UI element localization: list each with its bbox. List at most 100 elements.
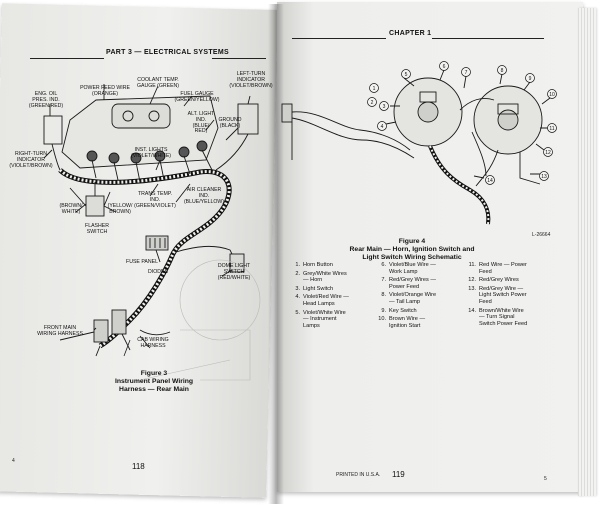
fuel-gauge-icon [148, 110, 160, 122]
label-yellow-brown: (YELLOW/ BROWN) [107, 203, 133, 215]
legend-item-number: 12. [468, 277, 476, 284]
callout-4 [377, 121, 387, 131]
label-diodes: DIODES [148, 269, 168, 275]
legend-item-number: 8. [381, 292, 386, 299]
callout-12 [543, 147, 553, 157]
legend-item-number: 7. [381, 277, 386, 284]
legend-item-number: 2. [295, 270, 300, 277]
callout-number: 7 [465, 70, 468, 76]
callout-9 [525, 73, 535, 83]
legend-item-text: Violet/Blue Wire — Work Lamp [389, 262, 436, 275]
callout-13 [539, 171, 549, 181]
label-trans-temp: TRANS TEMP. IND. (GREEN/VIOLET) [134, 191, 176, 209]
callout-number: 1 [373, 86, 376, 92]
label-flasher-switch: FLASHER SWITCH [85, 223, 109, 235]
legend-item-text: Red Wire — Power Feed [479, 262, 527, 275]
label-coolant-temp-gauge: COOLANT TEMP. GAUGE (GREEN) [136, 77, 180, 89]
legend-item-number: 11. [468, 262, 476, 268]
legend-item-text: Red/Grey Wires [479, 277, 519, 284]
legend-item-number: 4. [295, 294, 300, 301]
legend-item-number: 14. [468, 307, 476, 314]
legend-item-text: Key Switch [389, 307, 417, 314]
callout-number: 4 [381, 124, 384, 130]
callout-8 [497, 65, 507, 75]
legend-item-number: 6. [381, 262, 386, 268]
figure-4-caption: Figure 4 Rear Main — Horn, Ignition Swit… [349, 238, 475, 262]
legend-item-text: Brown/White Wire — Turn Signal Switch Po… [479, 307, 528, 327]
callout-number: 14 [487, 178, 493, 184]
legend-item-text: Brown Wire — Ignition Start [389, 316, 426, 329]
label-dome-light-switch: DOME LIGHT SWITCH (RED/WHITE) [217, 263, 251, 281]
legend-item-text: Grey/White Wires — Horn [303, 270, 347, 284]
label-air-cleaner: AIR CLEANER IND. (BLUE/YELLOW) [183, 187, 225, 205]
legend-item-number: 13. [468, 285, 476, 292]
callout-number: 8 [501, 68, 504, 74]
label-power-feed-wire: POWER FEED WIRE (ORANGE) [80, 85, 130, 97]
left-page-header: PART 3 — ELECTRICAL SYSTEMS [106, 49, 229, 56]
callout-5 [401, 69, 411, 79]
callout-number: 6 [443, 64, 446, 70]
legend-item-text: Red/Grey Wire — Light Switch Power Feed [479, 285, 527, 305]
header-rule-right [212, 58, 266, 59]
callout-number: 3 [383, 104, 386, 110]
legend-item-text: Violet/Red Wire — Head Lamps [303, 294, 349, 307]
dome-light-switch-icon [229, 253, 245, 273]
legend-item-number: 10. [378, 316, 386, 323]
callout-6 [439, 61, 449, 71]
legend-item-number: 5. [295, 309, 300, 316]
label-eng-oil-pres: ENG. OIL PRES. IND. (GREEN/RED) [28, 91, 64, 109]
callout-number: 11 [549, 126, 554, 132]
fuse-panel-icon [145, 235, 169, 251]
legend-item-number: 1. [295, 262, 300, 268]
callout-10 [547, 89, 557, 99]
left-page-number: 118 [132, 462, 145, 471]
legend-item-text: Violet/White Wire — Instrument Lamps [303, 309, 346, 329]
legend-item-text: Violet/Orange Wire — Tail Lamp [389, 292, 437, 305]
legend-item-number: 3. [295, 285, 300, 292]
legend-item-text: Light Switch [303, 285, 334, 292]
callout-2 [367, 97, 377, 107]
figure-3-caption: Figure 3 Instrument Panel Wiring Harness… [114, 370, 194, 394]
label-alt-light: ALT. LIGHT IND. (BLUE/ RED) [187, 111, 215, 135]
label-fuel-gauge: FUEL GAUGE (GREEN/YELLOW) [174, 91, 220, 103]
page-edges [578, 8, 596, 496]
label-brown-white: (BROWN/ WHITE) [59, 203, 83, 215]
gauge-window [111, 103, 171, 129]
callout-number: 5 [405, 72, 408, 78]
callout-3 [379, 101, 389, 111]
legend-item-text: Red/Grey Wires — Power Feed [389, 277, 436, 290]
label-right-turn-indicator: RIGHT-TURN INDICATOR (VIOLET/BROWN) [9, 151, 53, 169]
label-cab-wiring-harness: CAB WIRING HARNESS [137, 337, 169, 349]
coolant-gauge-icon [122, 110, 134, 122]
right-page-number: 119 [392, 470, 405, 479]
horn-button-icon [281, 103, 293, 123]
header-rule-right-right [432, 38, 544, 39]
header-rule-right-left [292, 38, 386, 39]
callout-number: 13 [541, 174, 547, 180]
right-turn-lamp-connector [43, 115, 63, 145]
callout-11 [547, 123, 557, 133]
label-ground: GROUND (BLACK) [218, 117, 242, 129]
right-corner-number: 5 [544, 476, 547, 482]
label-fuse-panel: FUSE PANEL [126, 259, 158, 265]
figure-code: L-26664 [532, 232, 551, 238]
callout-number: 9 [529, 76, 532, 82]
legend-item-text: Horn Button [303, 262, 333, 268]
label-inst-lights: INST. LIGHTS (VIOLET/WHITE) [130, 147, 172, 159]
callout-1 [369, 83, 379, 93]
book-gutter [268, 4, 284, 504]
label-front-main-harness: FRONT MAIN WIRING HARNESS [37, 325, 83, 337]
callout-number: 10 [549, 92, 555, 98]
label-left-turn-indicator: LEFT-TURN INDICATOR (VIOLET/BROWN) [229, 71, 273, 89]
callout-number: 12 [545, 150, 551, 156]
callout-7 [461, 67, 471, 77]
callout-number: 2 [371, 100, 374, 106]
callout-14 [485, 175, 495, 185]
legend-item-number: 9. [381, 307, 386, 314]
header-rule-left [30, 58, 104, 59]
printed-in-footer: PRINTED IN U.S.A. [336, 472, 381, 478]
